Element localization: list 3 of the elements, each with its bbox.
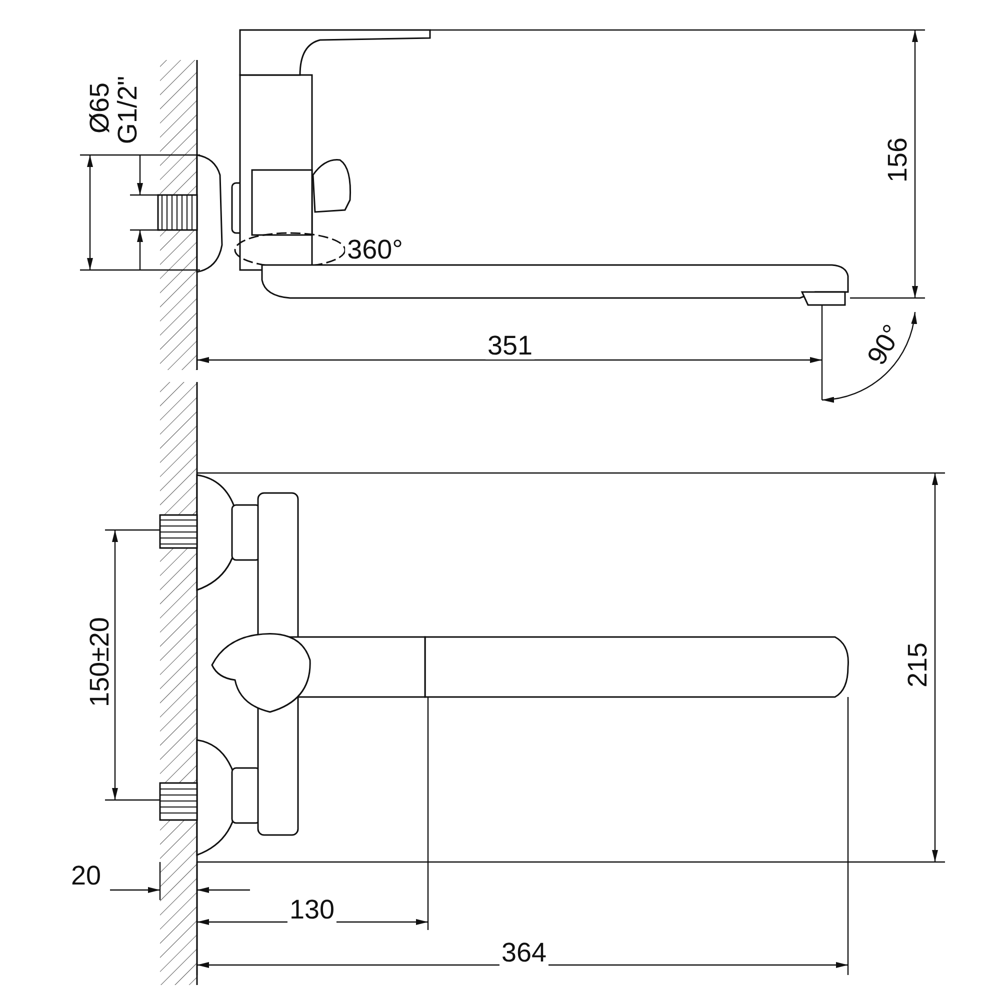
dimension-label: 364 xyxy=(499,940,549,966)
dimension-label: 130 xyxy=(287,896,337,924)
dimension-label: 351 xyxy=(485,332,535,360)
